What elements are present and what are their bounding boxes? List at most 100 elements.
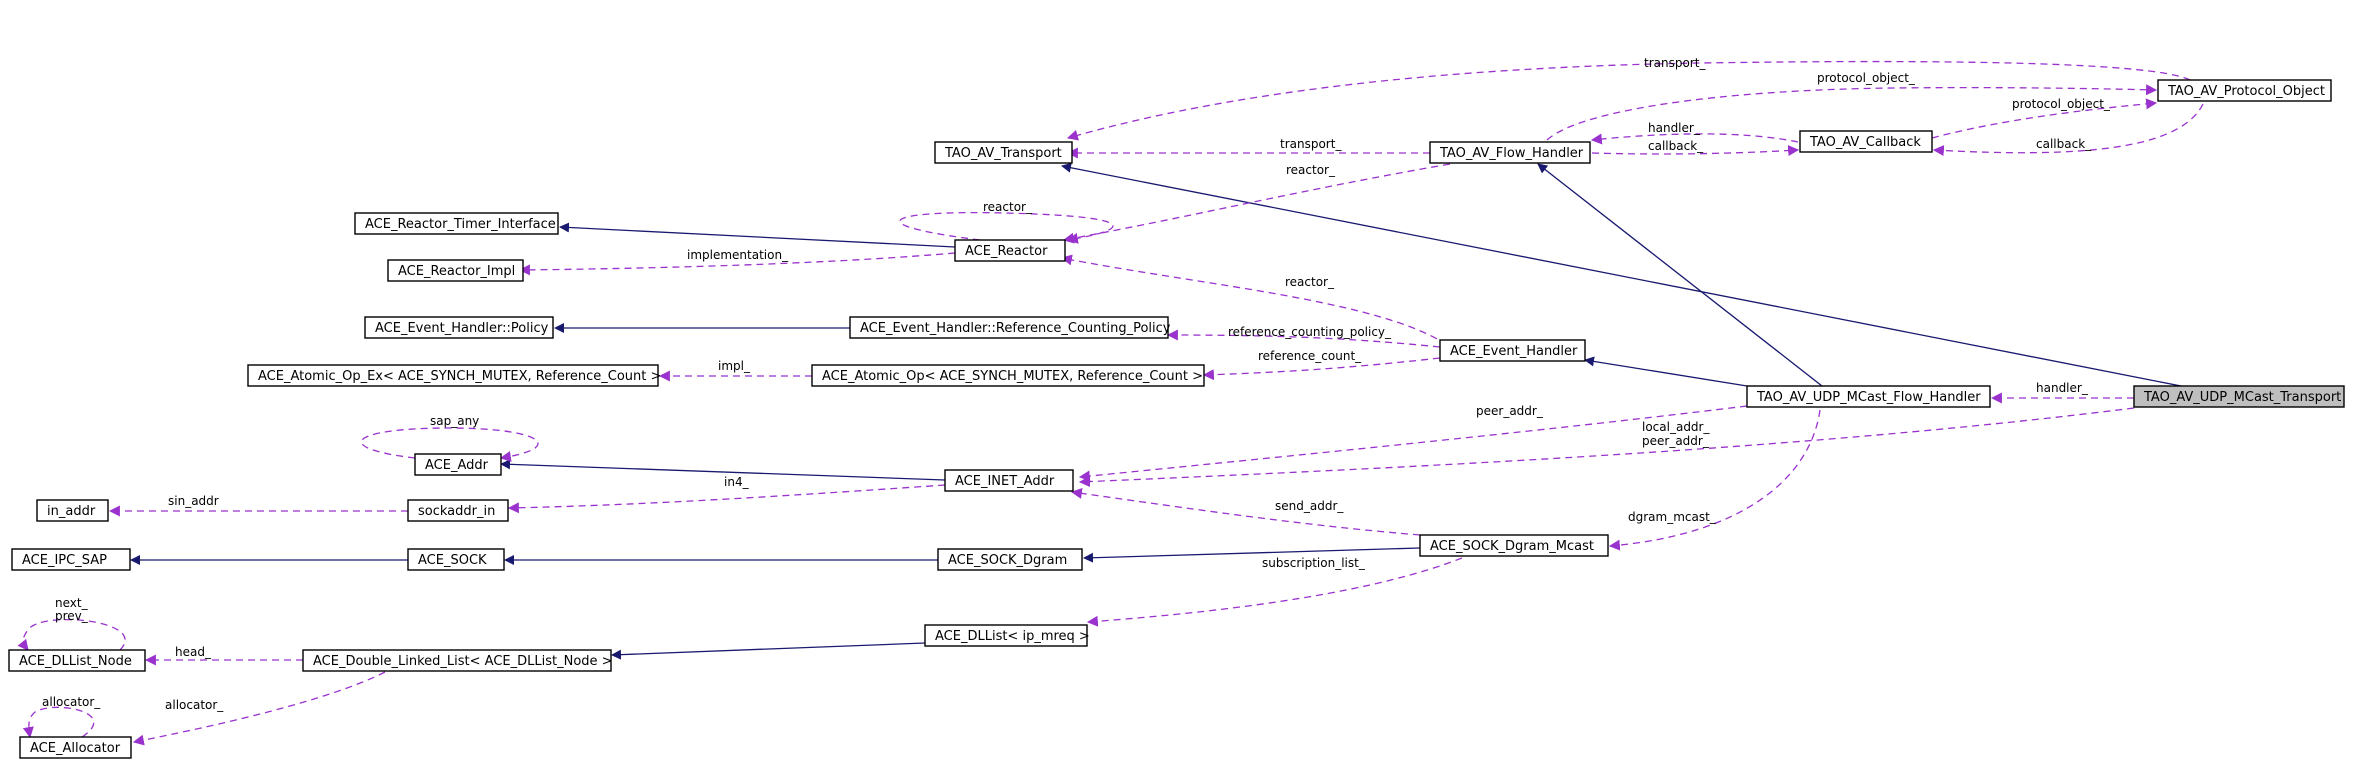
node-label: ACE_Event_Handler::Reference_Counting_Po… bbox=[860, 321, 1171, 336]
edge-label-peer-addr: peer_addr_ bbox=[1476, 404, 1544, 418]
node-label: ACE_Atomic_Op< ACE_SYNCH_MUTEX, Referenc… bbox=[822, 369, 1203, 384]
edge-inherit-flowhandler-eventhandler bbox=[1584, 356, 1748, 387]
node-label: TAO_AV_Flow_Handler bbox=[1439, 146, 1584, 161]
node-tao-av-protocol-object[interactable]: TAO_AV_Protocol_Object bbox=[2157, 79, 2332, 102]
node-tao-av-callback[interactable]: TAO_AV_Callback bbox=[1799, 130, 1933, 153]
edge-label-prev: prev_ bbox=[55, 609, 89, 623]
edge-inherit-reactor-timer bbox=[559, 222, 956, 248]
node-label: ACE_Atomic_Op_Ex< ACE_SYNCH_MUTEX, Refer… bbox=[258, 369, 661, 384]
edge-usage-protocol-object-callback: protocol_object_ bbox=[1931, 97, 2158, 139]
node-tao-av-udp-mcast-flow-handler[interactable]: TAO_AV_UDP_MCast_Flow_Handler bbox=[1746, 385, 1991, 408]
edge-usage-head: head_ bbox=[144, 645, 303, 666]
node-label: ACE_Allocator bbox=[30, 741, 121, 756]
node-ace-event-handler[interactable]: ACE_Event_Handler bbox=[1439, 339, 1586, 362]
edge-usage-callback: callback_ bbox=[1591, 139, 1800, 157]
edge-label-implementation: implementation_ bbox=[687, 248, 789, 262]
edge-usage-next-prev: next_ prev_ bbox=[17, 596, 126, 651]
edge-inherit-inetaddr-addr bbox=[500, 459, 946, 481]
edge-usage-sap-any: sap_any bbox=[361, 414, 539, 462]
edge-label-protocol-object-1: protocol_object_ bbox=[1817, 71, 1916, 85]
node-ace-atomic-op[interactable]: ACE_Atomic_Op< ACE_SYNCH_MUTEX, Referenc… bbox=[811, 364, 1205, 387]
node-ace-inet-addr[interactable]: ACE_INET_Addr bbox=[944, 469, 1074, 492]
edge-usage-transport: transport_ bbox=[1066, 56, 2191, 141]
edge-usage-handler: handler_ bbox=[1590, 121, 1799, 145]
edge-label-protocol-object-2: protocol_object_ bbox=[2012, 97, 2111, 111]
edge-usage-send-addr: send_addr_ bbox=[1070, 487, 1421, 536]
edge-label-callback: callback_ bbox=[1648, 139, 1704, 153]
node-label: ACE_Addr bbox=[425, 458, 489, 473]
edge-label-reactor-eventhandler: reactor_ bbox=[1285, 275, 1335, 289]
edges: transport_ protocol_object_ protocol_obj… bbox=[17, 56, 2204, 746]
edge-inherit-flowhandler-avflowhandler bbox=[1537, 163, 1823, 387]
node-label: in_addr bbox=[47, 504, 96, 519]
edge-label-handler-udp: handler_ bbox=[2036, 381, 2089, 395]
edge-label-head: head_ bbox=[175, 645, 212, 659]
node-label: TAO_AV_Transport bbox=[944, 146, 1062, 161]
node-label: ACE_Reactor bbox=[965, 244, 1048, 259]
edge-inherit-dllist-doublelinked bbox=[611, 642, 926, 660]
node-label: ACE_DLList_Node bbox=[19, 654, 132, 669]
node-label: ACE_Event_Handler::Policy bbox=[375, 321, 549, 336]
edge-usage-reactor-flow: reactor_ bbox=[1062, 163, 1451, 244]
edge-label-sin-addr: sin_addr bbox=[168, 494, 219, 508]
edge-label-transport: transport_ bbox=[1644, 56, 1706, 70]
node-ace-atomic-op-ex[interactable]: ACE_Atomic_Op_Ex< ACE_SYNCH_MUTEX, Refer… bbox=[247, 364, 661, 387]
edge-label-ref-policy: reference_counting_policy_ bbox=[1228, 325, 1392, 339]
node-ace-dllist-node[interactable]: ACE_DLList_Node bbox=[8, 649, 146, 672]
node-ace-addr[interactable]: ACE_Addr bbox=[414, 453, 502, 476]
edge-label-sap-any: sap_any bbox=[430, 414, 479, 428]
node-label: ACE_Reactor_Timer_Interface bbox=[365, 217, 556, 232]
edge-usage-implementation: implementation_ bbox=[518, 248, 956, 276]
node-ace-sock-dgram[interactable]: ACE_SOCK_Dgram bbox=[937, 548, 1083, 571]
node-label: TAO_AV_UDP_MCast_Transport bbox=[2143, 390, 2341, 405]
edge-label-impl: impl_ bbox=[718, 359, 751, 373]
node-ace-reactor-timer-interface[interactable]: ACE_Reactor_Timer_Interface bbox=[354, 212, 559, 235]
edge-label-transport-2: transport_ bbox=[1280, 137, 1342, 151]
edge-usage-handler-udp: handler_ bbox=[1990, 381, 2134, 404]
node-tao-av-transport[interactable]: TAO_AV_Transport bbox=[934, 141, 1073, 164]
edge-label-in4: in4_ bbox=[724, 475, 750, 489]
node-in-addr[interactable]: in_addr bbox=[36, 499, 109, 522]
node-ace-dllist-ip-mreq[interactable]: ACE_DLList< ip_mreq > bbox=[924, 624, 1090, 647]
node-label: ACE_Reactor_Impl bbox=[398, 264, 515, 279]
node-ace-double-linked-list[interactable]: ACE_Double_Linked_List< ACE_DLList_Node … bbox=[302, 649, 613, 672]
node-label: ACE_SOCK_Dgram bbox=[948, 553, 1067, 568]
edge-usage-refcount: reference_count_ bbox=[1202, 349, 1441, 381]
edge-usage-subscription-list: subscription_list_ bbox=[1086, 556, 1463, 627]
node-ace-ipc-sap[interactable]: ACE_IPC_SAP bbox=[11, 548, 131, 571]
node-ace-reactor-impl[interactable]: ACE_Reactor_Impl bbox=[387, 259, 524, 282]
node-ace-sock-dgram-mcast[interactable]: ACE_SOCK_Dgram_Mcast bbox=[1419, 534, 1609, 557]
edge-usage-dgram-mcast: dgram_mcast_ bbox=[1608, 409, 1821, 551]
edge-label-peer-addr-2: peer_addr_ bbox=[1642, 434, 1710, 448]
edge-inherit-mcast-sockdgram bbox=[1083, 547, 1421, 563]
edge-usage-local-peer-addr: local_addr_ peer_addr_ bbox=[1078, 407, 2135, 488]
node-tao-av-flow-handler[interactable]: TAO_AV_Flow_Handler bbox=[1429, 141, 1591, 164]
node-label: TAO_AV_Protocol_Object bbox=[2167, 84, 2325, 99]
node-label: ACE_Double_Linked_List< ACE_DLList_Node … bbox=[313, 654, 613, 669]
node-ace-reactor[interactable]: ACE_Reactor bbox=[954, 239, 1066, 262]
node-sockaddr-in[interactable]: sockaddr_in bbox=[407, 499, 509, 522]
edge-label-dgram-mcast: dgram_mcast_ bbox=[1628, 510, 1717, 524]
node-label: sockaddr_in bbox=[418, 504, 495, 519]
node-label: ACE_Event_Handler bbox=[1450, 344, 1578, 359]
node-label: TAO_AV_UDP_MCast_Flow_Handler bbox=[1756, 390, 1981, 405]
node-label: TAO_AV_Callback bbox=[1809, 135, 1921, 150]
node-ace-event-handler-reference-counting-policy[interactable]: ACE_Event_Handler::Reference_Counting_Po… bbox=[849, 316, 1171, 339]
edge-label-subscription-list: subscription_list_ bbox=[1262, 556, 1366, 570]
edge-label-next: next_ bbox=[55, 596, 89, 610]
node-ace-event-handler-policy[interactable]: ACE_Event_Handler::Policy bbox=[364, 316, 554, 339]
node-label: ACE_INET_Addr bbox=[955, 474, 1055, 489]
edge-usage-refpolicy: reference_counting_policy_ bbox=[1166, 325, 1441, 348]
edge-usage-reactor-self: reactor_ bbox=[899, 200, 1114, 244]
edge-usage-protocol-object-flow: protocol_object_ bbox=[1546, 71, 2158, 141]
node-label: ACE_SOCK bbox=[418, 553, 487, 568]
node-tao-av-udp-mcast-transport[interactable]: TAO_AV_UDP_MCast_Transport bbox=[2133, 385, 2345, 408]
nodes: TAO_AV_UDP_MCast_Transport TAO_AV_UDP_MC… bbox=[8, 79, 2345, 759]
node-ace-sock[interactable]: ACE_SOCK bbox=[407, 548, 505, 571]
node-ace-allocator[interactable]: ACE_Allocator bbox=[19, 736, 132, 759]
node-label: ACE_SOCK_Dgram_Mcast bbox=[1430, 539, 1594, 554]
node-label: ACE_IPC_SAP bbox=[22, 553, 107, 568]
edge-label-local-addr: local_addr_ bbox=[1642, 420, 1710, 434]
edge-label-reactor-self: reactor_ bbox=[983, 200, 1033, 214]
